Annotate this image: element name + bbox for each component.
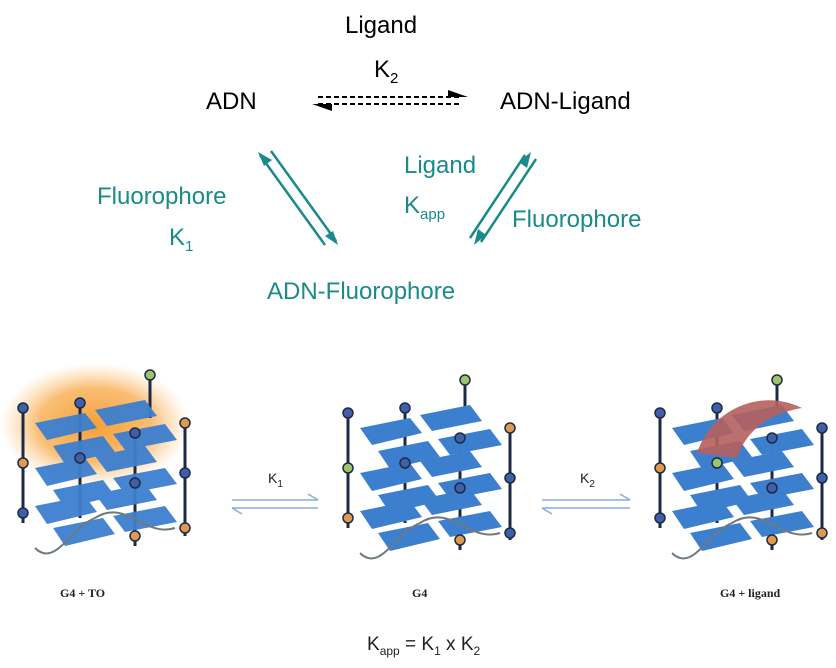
eq-k-base-3: K xyxy=(460,634,474,655)
k1-illus-base: K xyxy=(268,470,278,486)
kapp-label: Kapp xyxy=(404,192,445,223)
g4-ligand-cube xyxy=(654,374,828,560)
kapp-sub: app xyxy=(420,206,446,223)
k1-illus-sub: 1 xyxy=(277,479,283,490)
k2-illustration-label: K2 xyxy=(580,470,595,490)
k2-sub: 2 xyxy=(390,70,399,87)
k2-illus-base: K xyxy=(580,470,590,486)
eq-equals: = xyxy=(405,634,417,655)
eq-k2-sub: 2 xyxy=(473,644,481,658)
g4-cube xyxy=(342,374,516,560)
right-equilibrium-arrow xyxy=(468,152,538,245)
kapp-base: K xyxy=(404,192,421,219)
adn-ligand-label: ADN-Ligand xyxy=(500,88,631,115)
ligand-label-right: Ligand xyxy=(404,152,477,179)
k1-sub: 1 xyxy=(185,238,194,255)
fluorophore-label-left: Fluorophore xyxy=(97,183,227,210)
k2-double-arrow xyxy=(541,493,631,515)
dashed-equilibrium-arrow xyxy=(312,90,468,111)
eq-k-base-2: K xyxy=(421,634,435,655)
k1-illustration-label: K1 xyxy=(268,470,283,490)
kapp-equation: Kapp = K1 x K2 xyxy=(367,634,481,658)
eq-kapp-sub: app xyxy=(379,644,400,658)
ligand-shape xyxy=(697,400,802,458)
k2-base: K xyxy=(374,56,391,83)
ligand-label-top: Ligand xyxy=(345,12,418,39)
caption-g4: G4 xyxy=(412,586,428,600)
k1-label-left: K1 xyxy=(169,224,193,255)
k1-double-arrow xyxy=(231,493,319,515)
k2-label-top: K2 xyxy=(374,56,398,87)
eq-k1-sub: 1 xyxy=(434,644,441,658)
fluorophore-label-right: Fluorophore xyxy=(512,206,642,233)
eq-k-base-1: K xyxy=(367,634,380,655)
adn-fluorophore-label: ADN-Fluorophore xyxy=(267,278,456,305)
k1-base: K xyxy=(169,224,186,251)
k2-illus-sub: 2 xyxy=(589,479,595,490)
caption-g4-to: G4 + TO xyxy=(60,586,106,600)
left-equilibrium-arrow xyxy=(258,150,338,246)
g4-to-cube xyxy=(17,369,191,555)
eq-times: x xyxy=(446,634,456,655)
caption-g4-ligand: G4 + ligand xyxy=(720,586,781,600)
adn-label: ADN xyxy=(206,88,257,115)
